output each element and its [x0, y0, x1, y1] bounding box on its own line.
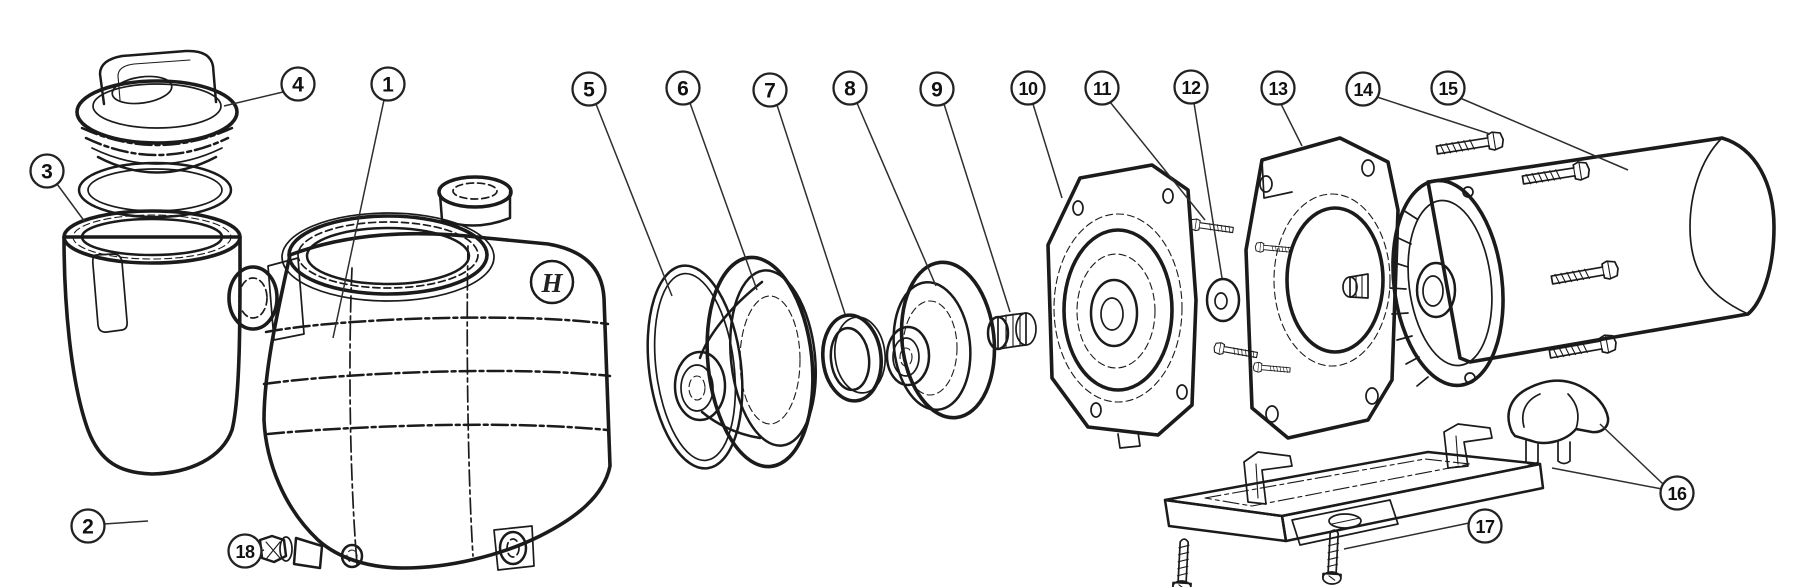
leader-8 [856, 102, 937, 287]
part-diffuser [673, 255, 818, 469]
callout-15-label: 15 [1438, 79, 1458, 99]
leader-14 [1376, 96, 1491, 135]
leader-2 [103, 520, 149, 525]
callout-7-label: 7 [764, 80, 776, 103]
inlet-port [227, 265, 279, 331]
callout-8: 8 [832, 70, 868, 106]
leader-15 [1459, 97, 1629, 171]
callout-3: 3 [29, 153, 65, 189]
callout-10: 10 [1010, 70, 1046, 106]
callout-9: 9 [919, 71, 955, 107]
callout-10-label: 10 [1018, 79, 1038, 99]
part-lid-oring [77, 161, 233, 219]
callout-15: 15 [1430, 70, 1466, 106]
callout-6-label: 6 [677, 78, 689, 101]
callout-18: 18 [227, 533, 263, 569]
callout-11-label: 11 [1093, 79, 1112, 99]
leader-16b [1551, 467, 1663, 490]
part-seal-plate [1046, 163, 1198, 449]
part-motor-saddle [1507, 379, 1610, 466]
callout-17-label: 17 [1475, 517, 1495, 537]
part-housing-oring [646, 264, 744, 470]
part-motor-bracket [1244, 136, 1400, 440]
callouts: 1 2 3 4 5 6 7 8 9 10 11 12 13 14 15 [29, 66, 1695, 569]
hayward-logo-glyph: H [540, 268, 563, 298]
callout-7: 7 [752, 72, 788, 108]
motor-shaft-stub [1342, 273, 1369, 299]
leader-7 [776, 104, 846, 315]
part-strainer-basket [62, 209, 242, 476]
callout-6: 6 [665, 70, 701, 106]
leader-17 [1343, 522, 1470, 550]
part-shaft-seal [986, 312, 1037, 351]
part-strainer-cover [75, 49, 239, 174]
callout-1: 1 [370, 66, 406, 102]
callout-12-label: 12 [1181, 78, 1201, 98]
callout-11: 11 [1084, 70, 1120, 106]
discharge-port [437, 175, 513, 209]
part-motor-base [1163, 423, 1545, 546]
callout-9-label: 9 [931, 79, 943, 102]
callout-1-label: 1 [382, 74, 394, 97]
callout-16: 16 [1659, 475, 1695, 511]
callout-4: 4 [280, 66, 316, 102]
hayward-logo: H [529, 259, 575, 305]
part-drain-plug [258, 534, 293, 564]
leader-12 [1193, 102, 1223, 279]
callout-12: 12 [1173, 69, 1209, 105]
callout-14-label: 14 [1353, 80, 1373, 100]
part-diffuser-ring [821, 313, 887, 403]
callout-3-label: 3 [41, 161, 53, 184]
callout-14: 14 [1345, 71, 1381, 107]
leader-1 [332, 99, 385, 339]
leader-5 [595, 103, 673, 297]
callout-18-label: 18 [235, 542, 255, 562]
callout-5-label: 5 [583, 79, 595, 102]
leader-13 [1280, 103, 1303, 147]
leader-11 [1109, 101, 1206, 221]
callout-16-label: 16 [1667, 484, 1687, 504]
callout-8-label: 8 [844, 78, 856, 101]
leader-3 [56, 183, 86, 223]
leader-4 [223, 91, 284, 107]
callout-13: 13 [1260, 70, 1296, 106]
callout-5: 5 [571, 71, 607, 107]
leader-16a [1599, 423, 1664, 485]
callout-13-label: 13 [1268, 79, 1288, 99]
leader-9 [943, 103, 1011, 313]
callout-2-label: 2 [82, 516, 94, 539]
part-impeller [885, 260, 997, 420]
strainer-opening [287, 214, 489, 296]
part-washer [1205, 277, 1241, 323]
leader-lines [56, 91, 1664, 552]
leader-10 [1032, 103, 1063, 199]
callout-17: 17 [1467, 508, 1503, 544]
leader-6 [689, 102, 758, 291]
part-pump-housing: H [227, 175, 612, 571]
callout-2: 2 [70, 508, 106, 544]
callout-4-label: 4 [292, 74, 304, 97]
